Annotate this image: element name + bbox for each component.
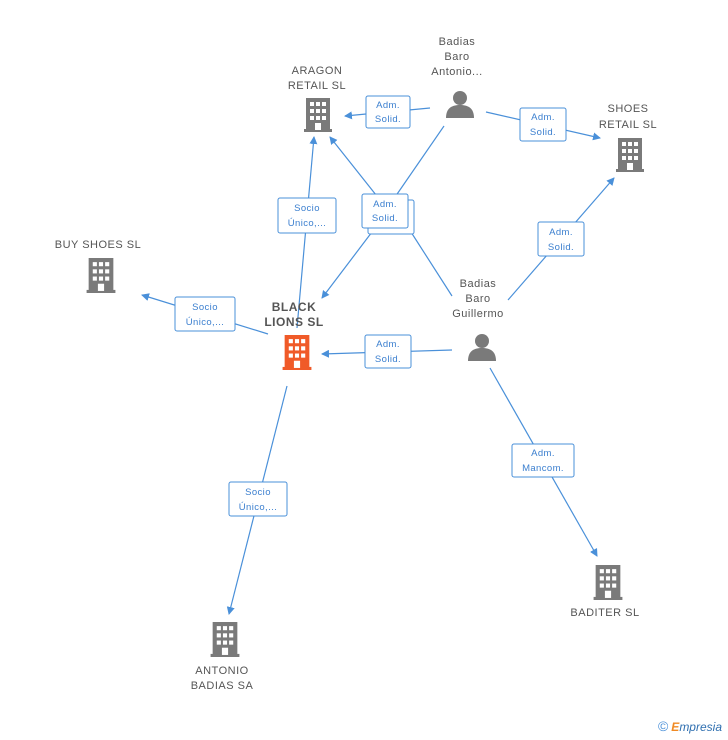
empresia-footer: ©Empresia bbox=[658, 718, 722, 734]
relation-label-antonio-shoes[interactable]: Adm. Solid. bbox=[519, 107, 567, 142]
edge-guillermo-aragon-2 bbox=[329, 136, 381, 201]
relation-label-guillermo-shoes[interactable]: Adm. Solid. bbox=[537, 221, 585, 257]
node-label-line: BUY SHOES SL bbox=[55, 239, 142, 251]
node-label-line: Baro bbox=[444, 51, 469, 63]
node-label-line: ARAGON bbox=[292, 65, 343, 77]
relation-label-black-buy[interactable]: Socio Único,... bbox=[174, 296, 236, 332]
relation-line-2: Único,... bbox=[239, 502, 277, 513]
node-antonio-badias-sa[interactable]: ANTONIO BADIAS SA bbox=[191, 622, 254, 692]
relation-line-1: Socio bbox=[294, 203, 320, 214]
relation-label-guillermo-baditer[interactable]: Adm. Mancom. bbox=[511, 443, 575, 478]
node-label-line: RETAIL SL bbox=[288, 80, 346, 92]
relation-line-1: Adm. bbox=[373, 199, 397, 210]
building-icon bbox=[304, 98, 332, 132]
node-label-line: Badias bbox=[460, 278, 497, 290]
person-icon bbox=[446, 91, 474, 118]
relation-line-1: Socio bbox=[245, 487, 271, 498]
copyright-symbol: © bbox=[657, 718, 669, 734]
node-label-line: ANTONIO bbox=[195, 665, 248, 677]
node-aragon-retail[interactable]: ARAGON RETAIL SL bbox=[288, 65, 346, 132]
relation-label-guillermo-black[interactable]: Adm. Solid. bbox=[364, 334, 412, 369]
node-label-line: Guillermo bbox=[452, 308, 504, 320]
relation-label-black-antonio-sa[interactable]: Socio Único,... bbox=[228, 481, 288, 517]
relation-line-2: Solid. bbox=[530, 127, 556, 138]
node-shoes-retail[interactable]: SHOES RETAIL SL bbox=[599, 103, 657, 172]
relation-line-2: Mancom. bbox=[522, 463, 564, 474]
node-label-line: BLACK bbox=[272, 300, 317, 314]
edge-antonio-black bbox=[392, 125, 445, 201]
relation-line-2: Único,... bbox=[186, 317, 224, 328]
relation-label-antonio-aragon[interactable]: Adm. Solid. bbox=[365, 95, 411, 129]
node-label-line: SHOES bbox=[607, 103, 648, 115]
relation-line-2: Solid. bbox=[375, 354, 401, 365]
node-label-line: Baro bbox=[465, 293, 490, 305]
node-black-lions[interactable]: BLACK LIONS SL bbox=[264, 300, 323, 370]
relation-line-2: Solid. bbox=[372, 213, 398, 224]
brand-logo-text: mpresia bbox=[679, 720, 722, 734]
person-icon bbox=[468, 334, 496, 361]
node-label-line: LIONS SL bbox=[264, 315, 323, 329]
relation-label-guillermo-aragon[interactable]: Adm. Solid. bbox=[361, 193, 409, 229]
relation-line-1: Socio bbox=[192, 302, 218, 313]
node-baditer[interactable]: BADITER SL bbox=[570, 565, 639, 619]
node-person-badias-baro-guillermo[interactable]: Badias Baro Guillermo bbox=[452, 278, 504, 361]
relation-line-2: Solid. bbox=[375, 114, 401, 125]
node-label-line: BADITER SL bbox=[570, 607, 639, 619]
relation-line-1: Adm. bbox=[376, 339, 400, 350]
node-buy-shoes[interactable]: BUY SHOES SL bbox=[55, 239, 142, 293]
node-person-badias-baro-antonio[interactable]: Badias Baro Antonio... bbox=[431, 36, 482, 118]
node-label-line: Badias bbox=[439, 36, 476, 48]
building-icon bbox=[86, 258, 116, 293]
relation-line-1: Adm. bbox=[376, 100, 400, 111]
building-icon bbox=[210, 622, 240, 657]
building-icon bbox=[593, 565, 623, 600]
relation-line-2: Único,... bbox=[288, 218, 326, 229]
node-label-line: Antonio... bbox=[431, 66, 482, 78]
building-icon bbox=[616, 138, 644, 172]
node-label-line: BADIAS SA bbox=[191, 680, 254, 692]
relation-line-1: Adm. bbox=[531, 112, 555, 123]
node-label-line: RETAIL SL bbox=[599, 119, 657, 131]
relation-line-1: Adm. bbox=[549, 227, 573, 238]
relation-line-2: Solid. bbox=[548, 242, 574, 253]
building-icon bbox=[282, 335, 312, 370]
relation-line-1: Adm. bbox=[531, 448, 555, 459]
relation-label-black-aragon[interactable]: Socio Único,... bbox=[277, 197, 337, 234]
brand-logo-initial: E bbox=[671, 720, 680, 734]
edge-antonio-black-2 bbox=[321, 227, 376, 299]
